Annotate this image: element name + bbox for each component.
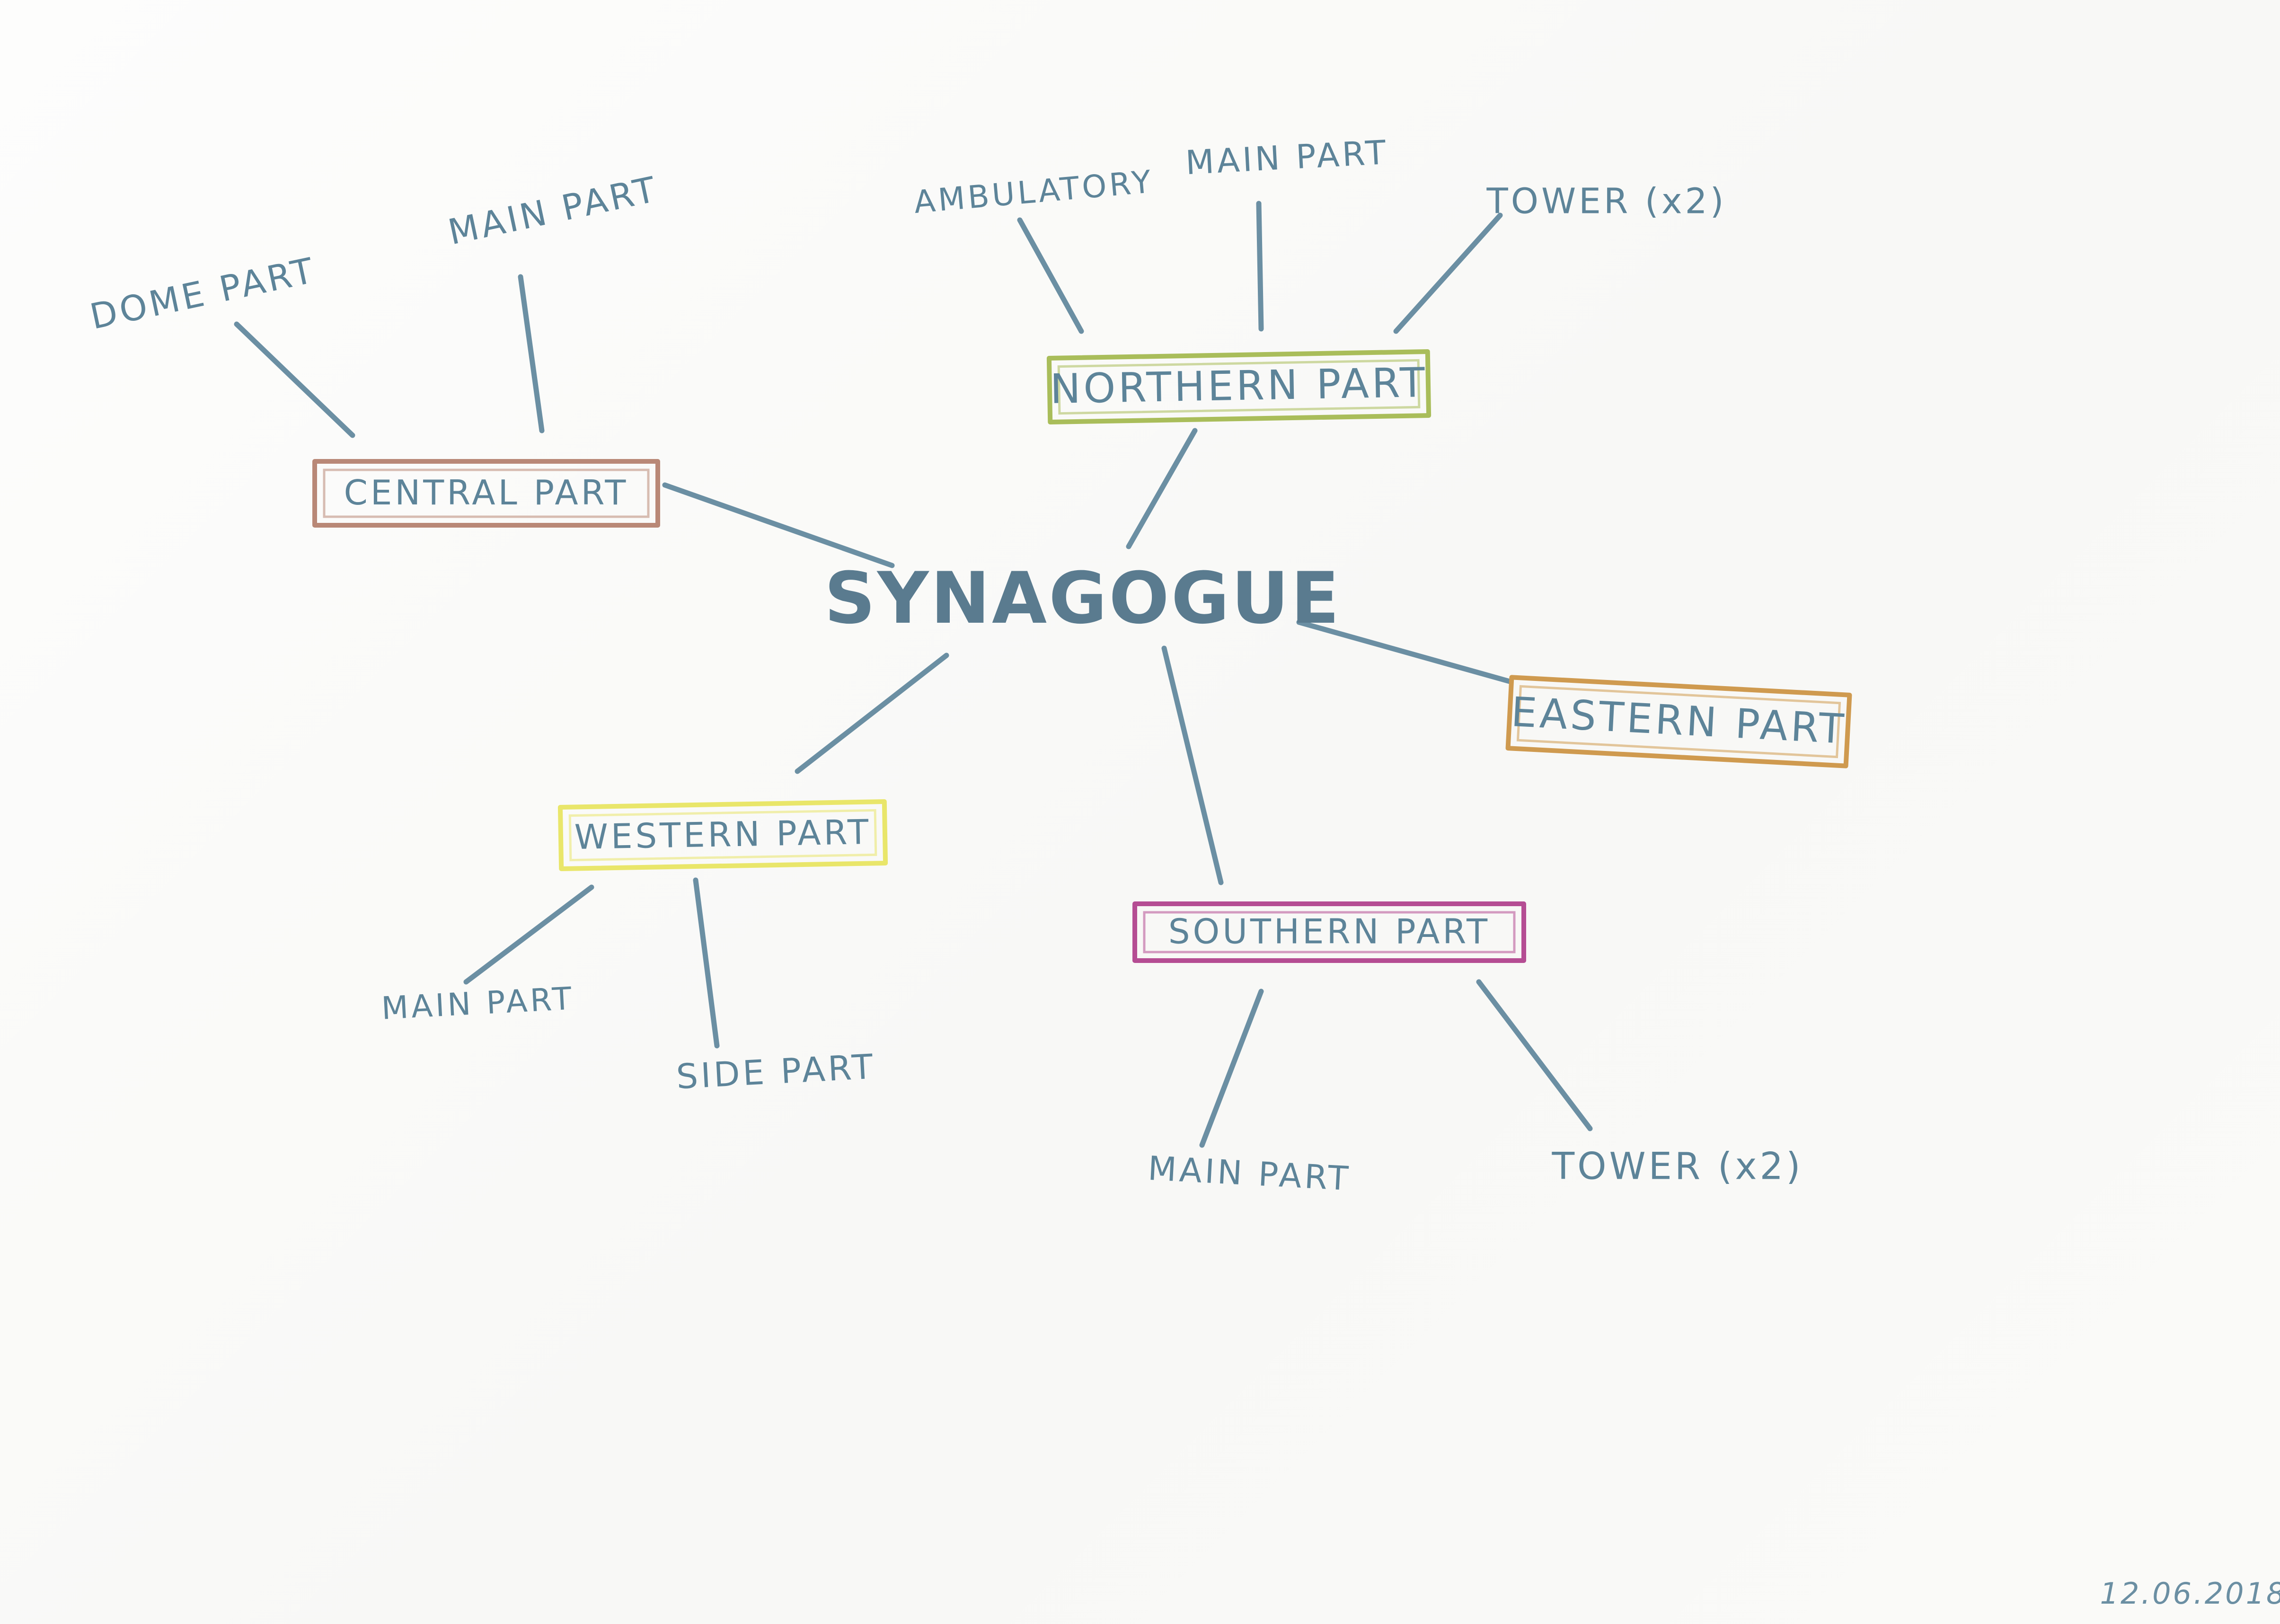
part-box-central: [312, 459, 660, 528]
connector-center-eastern: [1296, 619, 1512, 684]
part-box-inner-northern: [1057, 359, 1421, 415]
part-label-central: CENTRAL PART: [344, 473, 629, 512]
part-box-inner-western: [568, 809, 877, 862]
part-box-eastern: [1505, 675, 1852, 768]
connector-central-child-1: [518, 274, 545, 433]
child-label-central-1: MAIN PART: [445, 169, 662, 253]
part-box-inner-southern: [1143, 911, 1516, 953]
child-label-southern-0: MAIN PART: [1147, 1149, 1352, 1198]
part-box-inner-eastern: [1516, 685, 1841, 759]
connector-center-northern: [1126, 428, 1198, 549]
part-node-southern: SOUTHERN PART: [1132, 901, 1526, 963]
child-label-northern-1: MAIN PART: [1184, 133, 1389, 182]
part-label-southern: SOUTHERN PART: [1168, 912, 1490, 952]
part-node-central: CENTRAL PART: [312, 459, 660, 528]
child-label-western-1: SIDE PART: [675, 1047, 876, 1097]
part-label-northern: NORTHERN PART: [1050, 359, 1428, 413]
part-node-northern: NORTHERN PART: [1046, 349, 1432, 424]
part-label-western: WESTERN PART: [574, 812, 872, 857]
connector-center-central: [662, 482, 895, 568]
date-stamp: 12.06.2018: [2100, 1576, 2280, 1611]
connector-western-child-1: [693, 877, 720, 1049]
connector-southern-child-1: [1476, 979, 1593, 1131]
part-box-northern: [1046, 349, 1432, 424]
connector-southern-child-0: [1199, 989, 1264, 1148]
connector-northern-child-1: [1256, 201, 1264, 332]
connector-northern-child-0: [1017, 217, 1084, 334]
part-box-southern: [1132, 901, 1526, 963]
connector-central-child-0: [234, 321, 355, 438]
child-label-central-0: DOME PART: [87, 250, 319, 337]
part-box-inner-central: [323, 468, 650, 518]
connector-center-western: [795, 653, 949, 774]
child-label-northern-2: TOWER (x2): [1486, 181, 1727, 222]
center-label-synagogue: SYNAGOGUE: [824, 557, 1341, 640]
connector-center-southern: [1161, 645, 1224, 885]
child-label-western-0: MAIN PART: [380, 980, 575, 1026]
child-label-southern-1: TOWER (x2): [1551, 1145, 1803, 1188]
part-box-western: [557, 799, 888, 871]
connector-northern-child-2: [1393, 212, 1503, 334]
part-node-eastern: EASTERN PART: [1505, 675, 1852, 768]
child-label-northern-0: AMBULATORY: [912, 163, 1155, 221]
part-node-western: WESTERN PART: [557, 799, 888, 871]
connector-western-child-0: [463, 884, 594, 985]
